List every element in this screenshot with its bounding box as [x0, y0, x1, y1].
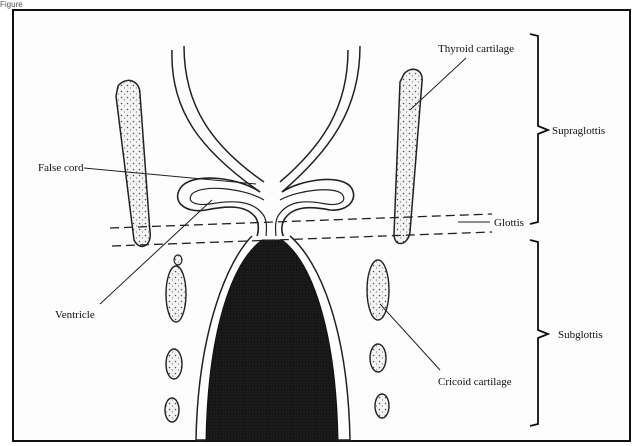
cricoid-left-1 [166, 266, 186, 322]
leader-cricoid [380, 304, 440, 370]
cricoid-right-2 [370, 344, 386, 372]
airway-wall-right-inner [280, 50, 348, 182]
label-glottis: Glottis [494, 217, 524, 229]
cricoid-left-2 [166, 349, 182, 379]
false-cord-right [282, 179, 354, 240]
leader-false-cord [84, 168, 256, 184]
false-cord-right-inner [276, 190, 344, 238]
cricoid-left-top [174, 255, 182, 265]
label-thyroid-cartilage: Thyroid cartilage [438, 43, 514, 55]
false-cord-left-inner [190, 188, 266, 238]
glottis-line-lower [112, 232, 492, 246]
subglottic-lumen [206, 240, 338, 440]
subglottis-bracket [530, 240, 548, 426]
label-supraglottis: Supraglottis [552, 125, 605, 137]
label-cricoid-cartilage: Cricoid cartilage [438, 376, 512, 388]
label-false-cord: False cord [38, 162, 84, 174]
label-subglottis: Subglottis [558, 329, 603, 341]
label-ventricle: Ventricle [55, 309, 95, 321]
airway-wall-left-inner [184, 46, 264, 182]
supraglottis-bracket [530, 34, 548, 224]
cricoid-right-3 [375, 394, 389, 418]
leader-ventricle [100, 200, 212, 304]
false-cord-left [178, 178, 260, 240]
glottis-line-upper [110, 214, 492, 228]
cricoid-left-3 [165, 398, 179, 422]
thyroid-cartilage-left [116, 80, 150, 246]
